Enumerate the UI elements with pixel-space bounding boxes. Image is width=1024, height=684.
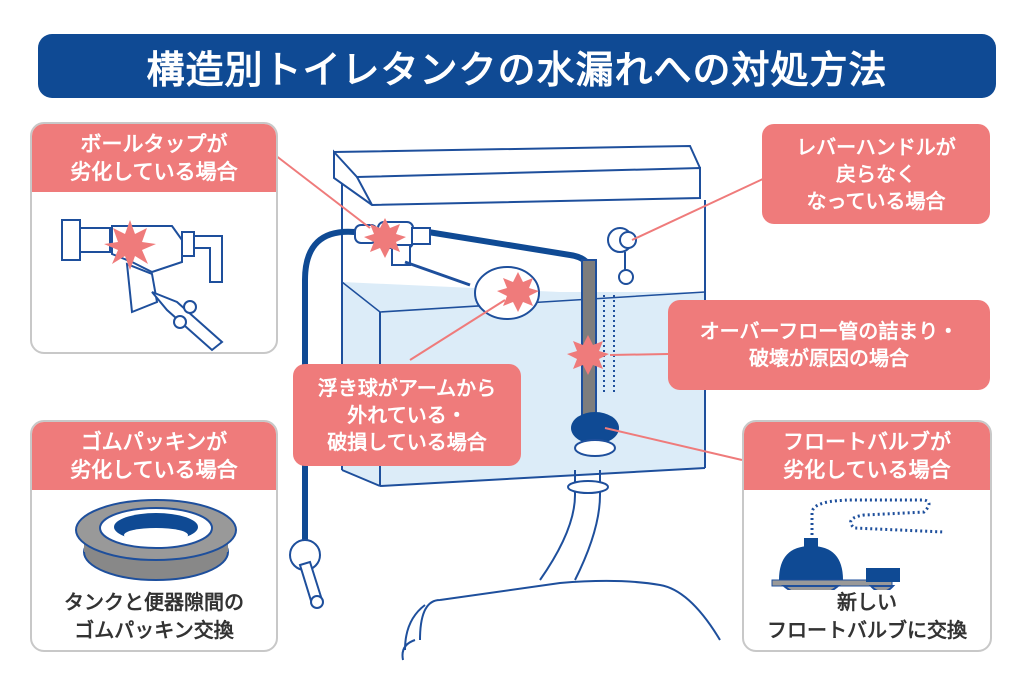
card-footnote: タンクと便器隙間の ゴムパッキン交換 xyxy=(64,590,244,642)
burst-icon xyxy=(497,272,539,312)
card-heading: ゴムパッキンが 劣化している場合 xyxy=(32,422,276,490)
lever-handle xyxy=(607,227,637,285)
stop-valve xyxy=(289,539,324,609)
ball-tap-valve-icon xyxy=(61,219,224,352)
flot-valve xyxy=(571,412,619,457)
page-title: 構造別トイレタンクの水漏れへの対処方法 xyxy=(38,34,996,98)
supply-hose xyxy=(302,228,356,560)
flot-valve-icon xyxy=(771,498,945,598)
burst-icon xyxy=(567,335,609,375)
card-footnote: 新しい フロートバルブに交換 xyxy=(767,590,967,642)
card-heading: ボールタップが 劣化している場合 xyxy=(32,124,276,192)
burst-icon xyxy=(364,218,406,258)
damage-burst-icons xyxy=(364,218,609,375)
card-rubber-packing: ゴムパッキンが 劣化している場合 タンクと便器隙間の ゴムパッキン交換 xyxy=(30,420,278,652)
card-flot-valve: フロートバルブが 劣化している場合 新しい フロートバルブに交換 xyxy=(742,420,992,652)
leader-lines xyxy=(274,154,766,461)
label-float-ball: 浮き球がアームから 外れている・ 破損している場合 xyxy=(293,364,521,466)
tank-lid xyxy=(333,149,701,207)
label-overflow-pipe: オーバーフロー管の詰まり・ 破壊が原因の場合 xyxy=(668,300,990,390)
card-ball-tap: ボールタップが 劣化している場合 xyxy=(30,122,278,354)
chain xyxy=(603,295,615,395)
rubber-gasket-icon xyxy=(75,499,237,581)
card-heading: フロートバルブが 劣化している場合 xyxy=(744,422,990,490)
drain-and-bowl xyxy=(401,470,721,661)
label-lever-handle: レバーハンドルが 戻らなく なっている場合 xyxy=(762,124,990,224)
